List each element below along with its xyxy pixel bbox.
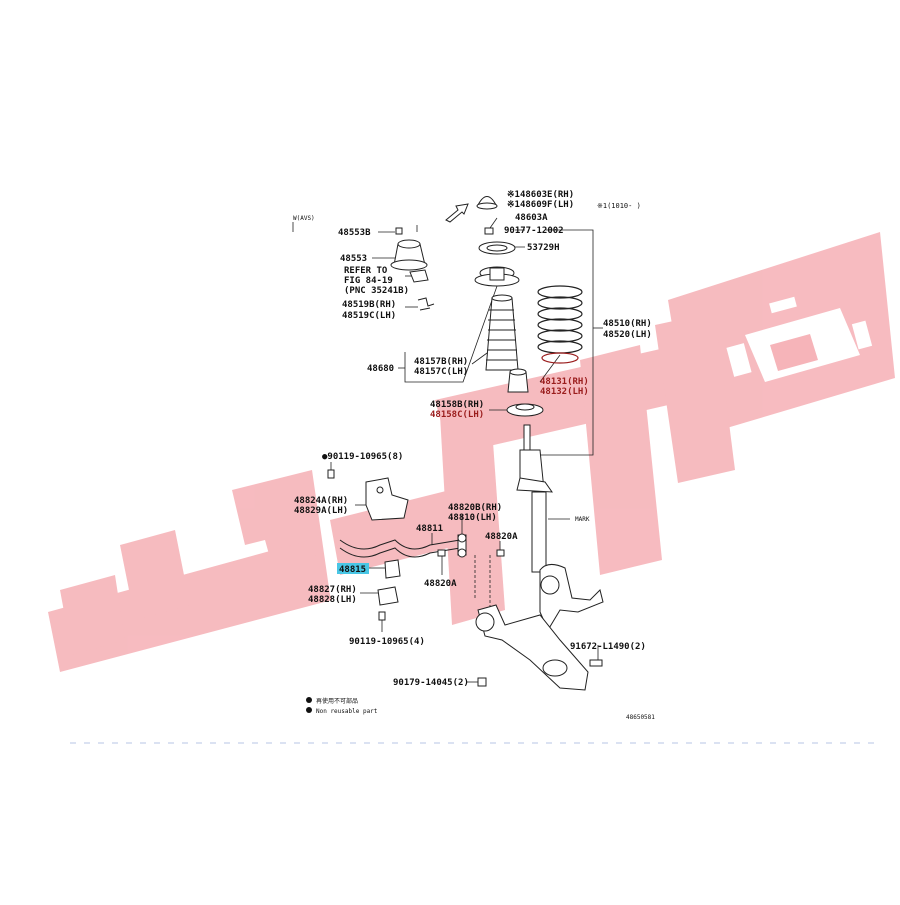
washer-53729h	[478, 241, 516, 255]
label-48603e: ※148603E(RH)	[507, 190, 574, 200]
label-wavs: W(AVS)	[293, 215, 315, 222]
stabilizer-bushing-48815	[384, 559, 401, 579]
front-arrow	[445, 203, 469, 223]
bracket-48519	[417, 297, 435, 311]
label-48553: 48553	[340, 254, 367, 264]
label-refer-1: REFER TO	[344, 266, 388, 276]
label-48157c: 48157C(LH)	[414, 367, 468, 377]
label-90119-lower: 90119-10965(4)	[349, 637, 425, 647]
stabilizer-bracket-48827	[377, 586, 399, 606]
suspension-support	[474, 266, 520, 287]
watermark-logo	[48, 232, 895, 672]
label-48132: 48132(LH)	[540, 387, 589, 397]
nut-48820a	[437, 549, 505, 557]
label-refer-2: FIG 84-19	[344, 276, 393, 286]
label-48158b: 48158B(RH)	[430, 400, 484, 410]
label-mark: MARK	[575, 516, 590, 523]
label-48603a: 48603A	[515, 213, 548, 223]
bellows-48157	[485, 294, 519, 371]
legend: 再使用不可部品 Non reusable part	[306, 697, 378, 715]
label-48829a: 48829A(LH)	[294, 506, 348, 516]
clip-48553b	[395, 227, 403, 235]
label-48157b: 48157B(RH)	[414, 357, 468, 367]
legend-text-jp: 再使用不可部品	[316, 697, 358, 705]
label-48131: 48131(RH)	[540, 377, 589, 387]
label-90177: 90177-12002	[504, 226, 564, 236]
label-48820a-right: 48820A	[485, 532, 518, 542]
nut-48603a	[484, 227, 494, 235]
spring-insulator-48158	[506, 403, 544, 417]
label-48827: 48827(RH)	[308, 585, 357, 595]
bolt-90179	[477, 677, 487, 687]
label-48158c: 48158C(LH)	[430, 410, 484, 420]
part-labels: ※148603E(RH) ※148609F(LH) ※1(1010- ) 486…	[293, 190, 652, 688]
bolt-90119-top	[327, 469, 335, 479]
label-48815: 48815	[339, 565, 366, 575]
label-note1: ※1(1010- )	[597, 202, 641, 210]
label-48519c: 48519C(LH)	[342, 311, 396, 321]
lower-arm	[475, 604, 589, 691]
bolt-91672	[589, 659, 603, 667]
label-48828: 48828(LH)	[308, 595, 357, 605]
strut-cap	[476, 196, 498, 210]
label-91672: 91672-L1490(2)	[570, 642, 646, 652]
label-48553b: 48553B	[338, 228, 371, 238]
label-48609f: ※148609F(LH)	[507, 200, 574, 210]
stabilizer-bar-48811	[339, 539, 461, 558]
label-48811: 48811	[416, 524, 443, 534]
label-48680: 48680	[367, 364, 394, 374]
label-48820a-lower: 48820A	[424, 579, 457, 589]
label-48519b: 48519B(RH)	[342, 300, 396, 310]
legend-text-en: Non reusable part	[316, 708, 378, 715]
stabilizer-link-48820b	[457, 533, 467, 558]
label-48520: 48520(LH)	[603, 330, 652, 340]
shock-absorber	[516, 424, 554, 573]
label-90179: 90179-14045(2)	[393, 678, 469, 688]
label-53729h: 53729H	[527, 243, 560, 253]
label-48510: 48510(RH)	[603, 319, 652, 329]
stabilizer-bracket-48824	[365, 477, 409, 521]
label-48810: 48810(LH)	[448, 513, 497, 523]
diagram-code: 48650581	[626, 714, 655, 721]
bolt-90119-lower	[378, 611, 386, 621]
bracket-refer	[409, 269, 429, 283]
part-highlight	[337, 563, 369, 574]
label-48824a: 48824A(RH)	[294, 496, 348, 506]
label-90119-top: ●90119-10965(8)	[322, 452, 403, 462]
label-refer-3: (PNC 35241B)	[344, 286, 409, 296]
label-48820b: 48820B(RH)	[448, 503, 502, 513]
bump-stopper-48680	[507, 368, 529, 393]
bumper-48553	[390, 239, 428, 271]
coil-spring-48510	[537, 285, 583, 364]
steering-knuckle	[539, 564, 604, 632]
